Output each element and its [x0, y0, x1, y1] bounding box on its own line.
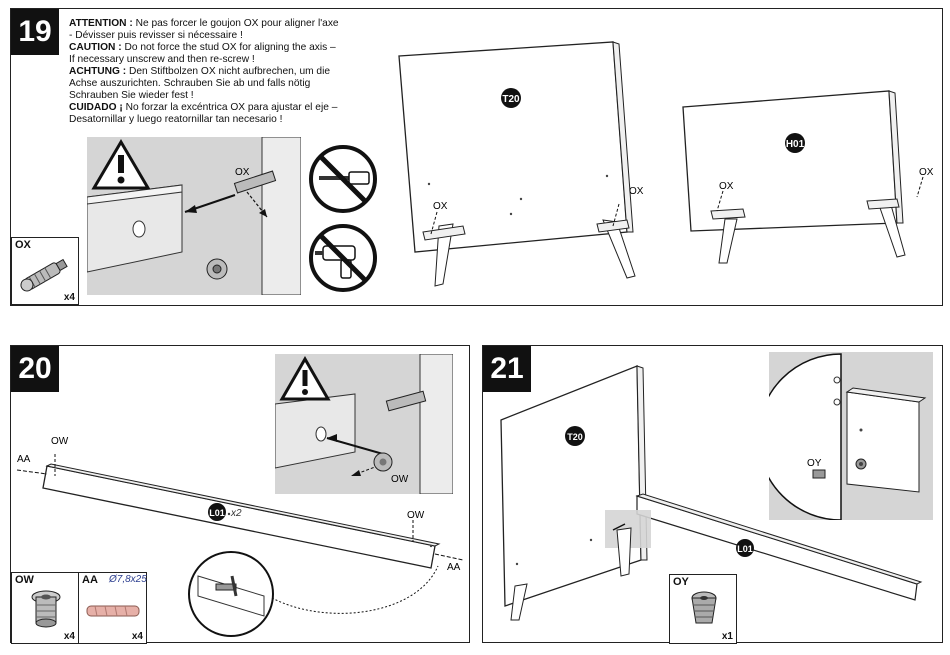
part-quantity: x4	[131, 631, 143, 642]
part-box-oy: OY x1	[669, 574, 737, 644]
part-badge	[736, 539, 754, 557]
headboard-t20-drawing: T20 OX OX	[398, 41, 644, 287]
dowel-nut-icon	[31, 590, 61, 628]
connector-detail-view: OY	[757, 352, 933, 521]
footboard-h01-drawing: H01 OX OX	[682, 90, 934, 264]
ox-label: OX	[629, 186, 644, 197]
headboard-rail-assembly-drawing: T20 L01	[500, 365, 923, 621]
part-quantity: x4	[63, 292, 75, 303]
part-badge	[501, 88, 521, 108]
detail-drawing: OX	[86, 136, 302, 296]
step-19-panel: 19 ATTENTION : Ne pas forcer le goujon O…	[10, 8, 943, 306]
warning-es: CUIDADO ¡ No forzar la excéntrica OX par…	[69, 102, 338, 125]
side-rail-l01-drawing: L01 x2 OW AA OW AA	[16, 436, 464, 573]
warning-de: ACHTUNG : Den Stiftbolzen OX nicht aufbr…	[69, 66, 331, 101]
part-id: OW	[15, 574, 34, 586]
part-badge	[208, 503, 226, 521]
part-box-aa: AA Ø7,8x25 x4	[78, 572, 147, 644]
ow-label: OW	[51, 436, 69, 447]
ow-label: OW	[407, 510, 425, 521]
threaded-insert-icon	[691, 591, 717, 624]
part-badge	[565, 426, 585, 446]
part-id: AA	[82, 574, 98, 586]
detail-drawing: OY	[757, 353, 927, 521]
h01-label: H01	[786, 139, 805, 150]
step-20-panel: 20 OW L01 x2 OW AA OW	[10, 345, 470, 644]
l01-label: L01	[737, 544, 753, 554]
detail-drawing: OW	[274, 353, 454, 495]
part-box-ow: OW x4	[11, 572, 79, 644]
part-quantity: x4	[63, 631, 75, 642]
part-id: OY	[673, 576, 689, 588]
warning-en: CAUTION : Do not force the stud OX for a…	[69, 42, 336, 65]
step-number: 20	[11, 346, 59, 392]
t20-label: T20	[502, 94, 520, 105]
part-badge	[785, 133, 805, 153]
no-screwdriver-icon	[309, 145, 377, 213]
ox-label: OX	[719, 181, 734, 192]
part-id: OX	[15, 239, 31, 251]
warning-fr: ATTENTION : Ne pas forcer le goujon OX p…	[69, 18, 339, 41]
ox-label: OX	[919, 167, 934, 178]
warning-icon	[279, 356, 331, 401]
step-number: 19	[11, 9, 59, 55]
no-power-drill-icon	[309, 224, 377, 292]
ow-label: OW	[391, 474, 409, 485]
part-box-ox: OX x4	[11, 237, 79, 305]
wood-dowel-icon	[86, 605, 140, 617]
part-dimension: Ø7,8x25	[109, 574, 147, 585]
l01-label: L01	[209, 508, 225, 518]
cam-stud-icon	[20, 258, 68, 292]
l01-multiplier: x2	[230, 508, 242, 519]
oy-label: OY	[807, 458, 822, 469]
t20-label: T20	[567, 432, 583, 442]
part-quantity: x1	[721, 631, 733, 642]
aa-label: AA	[447, 562, 461, 573]
warning-icon	[91, 139, 151, 190]
step-21-panel: 21 T20 L01 OY OY	[482, 345, 943, 644]
aa-label: AA	[17, 454, 31, 465]
zoom-detail-circle	[188, 551, 439, 637]
ox-label: OX	[235, 167, 250, 178]
warning-text: ATTENTION : Ne pas forcer le goujon OX p…	[69, 18, 344, 126]
ox-label: OX	[433, 201, 448, 212]
step-number: 21	[483, 346, 531, 392]
